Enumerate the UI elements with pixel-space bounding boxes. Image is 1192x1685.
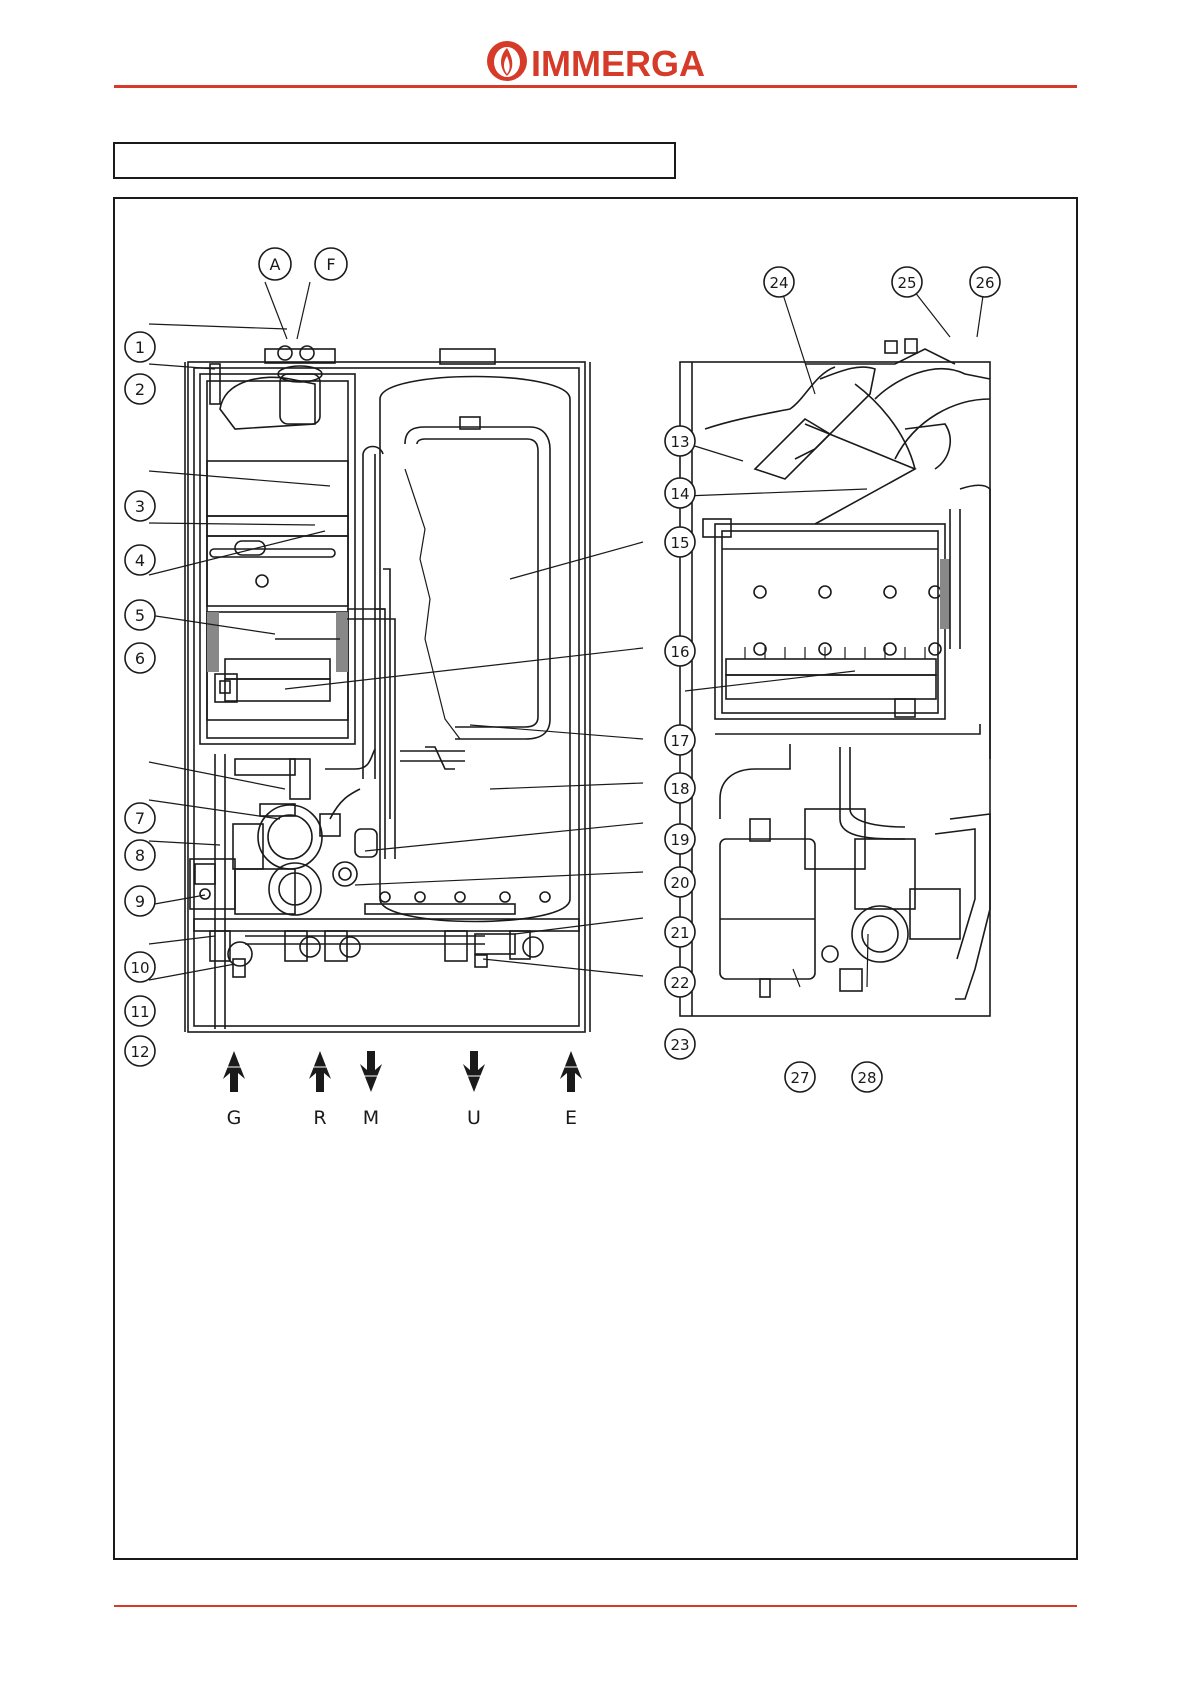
- callout-label: 24: [769, 274, 788, 292]
- callout-15: 15: [665, 527, 695, 557]
- callout-label: 15: [670, 534, 689, 552]
- side-view: [680, 339, 990, 1016]
- callout-label: A: [270, 255, 281, 274]
- callout-label: 9: [135, 892, 145, 911]
- callout-label: 6: [135, 649, 145, 668]
- connection-arrows: [223, 1051, 582, 1092]
- boiler-components-diagram: A F 1 2 3 4 5 6 7 8 9 10 11 12 13 14 15 …: [115, 199, 1076, 1558]
- section-title-box: [113, 142, 676, 179]
- callout-F: F: [315, 248, 347, 280]
- callout-3: 3: [125, 491, 155, 521]
- arrow-up-icon: [223, 1051, 245, 1092]
- callout-6: 6: [125, 643, 155, 673]
- callout-label: 20: [670, 874, 689, 892]
- connection-label-gas: G: [227, 1107, 242, 1129]
- callout-label: 11: [130, 1003, 149, 1021]
- callout-4: 4: [125, 545, 155, 575]
- connection-label-hot-water: U: [467, 1107, 481, 1129]
- callout-24: 24: [764, 267, 794, 297]
- callout-label: 16: [670, 643, 689, 661]
- callout-28: 28: [852, 1062, 882, 1092]
- arrow-down-icon: [360, 1051, 382, 1092]
- callout-17: 17: [665, 725, 695, 755]
- arrow-down-icon: [463, 1051, 485, 1092]
- callout-25: 25: [892, 267, 922, 297]
- connection-label-return: R: [313, 1107, 326, 1129]
- callout-23: 23: [665, 1029, 695, 1059]
- callout-13: 13: [665, 426, 695, 456]
- front-view: [185, 346, 590, 1032]
- callout-A: A: [259, 248, 291, 280]
- callout-16: 16: [665, 636, 695, 666]
- callout-label: 5: [135, 606, 145, 625]
- callout-label: 17: [670, 732, 689, 750]
- callout-1: 1: [125, 332, 155, 362]
- connection-labels: G R M U E: [227, 1107, 577, 1129]
- callout-11: 11: [125, 996, 155, 1026]
- callout-label: 8: [135, 846, 145, 865]
- callout-label: 13: [670, 433, 689, 451]
- callout-19: 19: [665, 824, 695, 854]
- callout-7: 7: [125, 803, 155, 833]
- callout-label: 26: [975, 274, 994, 292]
- brand-wordmark: IMMERGAS: [531, 43, 705, 84]
- callout-18: 18: [665, 773, 695, 803]
- callout-label: 14: [670, 485, 689, 503]
- callout-label: 28: [857, 1069, 876, 1087]
- callout-label: 27: [790, 1069, 809, 1087]
- callout-label: 3: [135, 497, 145, 516]
- callout-21: 21: [665, 917, 695, 947]
- callout-label: 2: [135, 380, 145, 399]
- callout-label: 22: [670, 974, 689, 992]
- callout-label: 21: [670, 924, 689, 942]
- callout-26: 26: [970, 267, 1000, 297]
- connection-label-flow: M: [363, 1107, 379, 1129]
- callout-22: 22: [665, 967, 695, 997]
- footer-rule: [114, 1605, 1077, 1607]
- callout-8: 8: [125, 840, 155, 870]
- callout-5: 5: [125, 600, 155, 630]
- arrow-up-icon: [309, 1051, 331, 1092]
- brand-logo: IMMERGAS: [485, 38, 705, 84]
- callout-label: 4: [135, 551, 145, 570]
- callout-label: 12: [130, 1043, 149, 1061]
- callout-14: 14: [665, 478, 695, 508]
- callout-label: 18: [670, 780, 689, 798]
- callout-label: F: [326, 255, 335, 274]
- header-rule: [114, 85, 1077, 88]
- callout-label: 19: [670, 831, 689, 849]
- arrow-up-icon: [560, 1051, 582, 1092]
- callout-label: 25: [897, 274, 916, 292]
- callout-label: 10: [130, 959, 149, 977]
- callout-27: 27: [785, 1062, 815, 1092]
- connection-label-cold-water: E: [565, 1107, 577, 1129]
- callout-2: 2: [125, 374, 155, 404]
- callout-20: 20: [665, 867, 695, 897]
- flame-icon: [487, 41, 527, 81]
- callout-label: 1: [135, 338, 145, 357]
- callout-12: 12: [125, 1036, 155, 1066]
- callout-label: 7: [135, 809, 145, 828]
- callout-10: 10: [125, 952, 155, 982]
- callout-9: 9: [125, 886, 155, 916]
- callout-label: 23: [670, 1036, 689, 1054]
